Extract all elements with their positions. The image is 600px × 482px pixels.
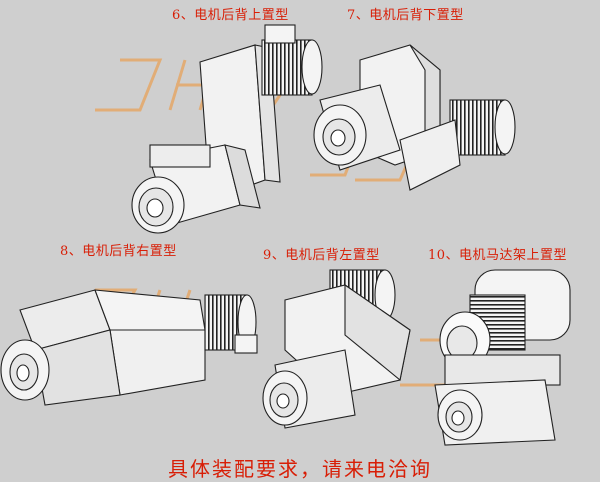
footer-note: 具体装配要求，请来电洽询 bbox=[168, 457, 432, 481]
gearbox-unit-10 bbox=[434, 269, 571, 446]
label-mount-10: 10、电机马达架上置型 bbox=[428, 248, 568, 263]
label-mount-7: 7、电机后背下置型 bbox=[347, 8, 464, 23]
gearbox-unit-7 bbox=[313, 44, 516, 191]
label-mount-8: 8、电机后背右置型 bbox=[60, 244, 177, 259]
gearbox-unit-9 bbox=[262, 269, 411, 429]
gearbox-unit-8 bbox=[0, 289, 258, 406]
label-mount-9: 9、电机后背左置型 bbox=[263, 248, 380, 263]
label-mount-6: 6、电机后背上置型 bbox=[172, 8, 289, 23]
gearbox-unit-6 bbox=[131, 24, 323, 234]
